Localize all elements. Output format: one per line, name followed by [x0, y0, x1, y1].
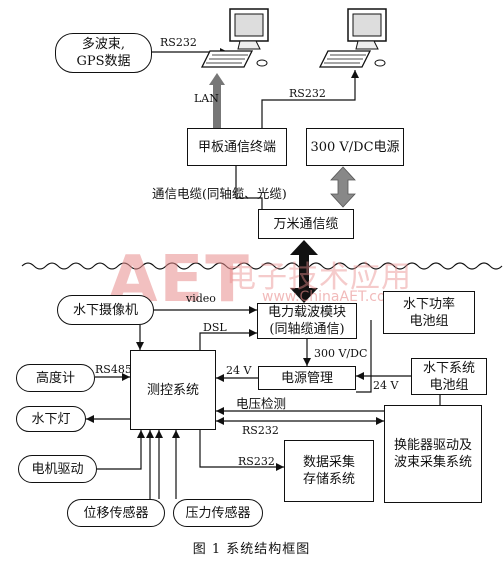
dsl-line	[199, 332, 257, 350]
light-line-arrowhead	[86, 415, 94, 423]
pressure-sensor-node: 压力传感器	[173, 499, 263, 527]
lan-thick-arrowhead	[209, 73, 225, 85]
voltage-detect-line-arrowhead	[216, 407, 224, 415]
data-storage-node: 数据采集 存储系统	[284, 440, 374, 502]
rs232-storage-label: RS232	[238, 455, 275, 468]
cable-double-arrow	[290, 240, 318, 303]
power-double-arrow	[330, 166, 356, 208]
rs485-label: RS485	[95, 363, 132, 376]
camera-to-control-line-arrowhead	[136, 342, 144, 350]
watermark-chinese: 电子技术应用	[226, 260, 412, 295]
underwater-power-battery-node: 水下功率 电池组	[383, 291, 475, 334]
sea-surface-wave	[21, 262, 503, 270]
altimeter-node: 高度计	[16, 364, 95, 392]
watermark-url: www.ChinaAET.com	[262, 289, 400, 305]
rs485-line-arrowhead	[122, 373, 130, 381]
power-supply-300v-node: 300 V/DC电源	[306, 128, 404, 166]
pressure-line-arrowhead	[172, 430, 180, 438]
power-carrier-module-node: 电力载波模块 (同轴缆通信)	[257, 303, 357, 339]
rs232-deck-label: RS232	[289, 87, 326, 100]
rs232-storage-line	[199, 430, 284, 468]
displacement-sensor-node: 位移传感器	[67, 499, 165, 527]
lan-label: LAN	[194, 92, 219, 105]
motor-line	[97, 430, 142, 470]
24v-right-label: 24 V	[373, 379, 399, 392]
voltage-detect-label: 电压检测	[236, 396, 287, 411]
displacement-line-arrowhead	[146, 430, 154, 438]
deck-terminal-node: 甲板通信终端	[187, 128, 287, 166]
rs232-storage-line-arrowhead	[276, 463, 284, 471]
rs232-transducer-label: RS232	[242, 424, 279, 437]
comm-cable-10km-node: 万米通信缆	[258, 209, 354, 239]
24v-left-label: 24 V	[226, 364, 252, 377]
video-line-arrowhead	[249, 306, 257, 314]
power-management-node: 电源管理	[258, 366, 356, 390]
rs232-gps-label: RS232	[160, 36, 197, 49]
300v-line-arrowhead	[303, 358, 311, 366]
rs232-transducer-line-arrowhead	[216, 417, 224, 425]
dsl-label: DSL	[203, 321, 227, 334]
system-battery-node: 水下系统 电池组	[411, 358, 487, 395]
motor-drive-node: 电机驱动	[18, 455, 97, 483]
deck-to-computer2-line	[261, 70, 356, 128]
comm-cable-label: 通信电缆(同轴缆、光缆)	[152, 186, 287, 201]
video-label: video	[186, 292, 216, 305]
rs232-transducer-line-arrowhead	[376, 417, 384, 425]
deck-to-cable-line	[235, 166, 263, 209]
control-system-node: 测控系统	[130, 350, 216, 430]
24v-right-line-arrowhead	[356, 372, 364, 380]
motor-line-arrowhead	[137, 430, 145, 438]
computer-icon	[318, 8, 387, 68]
displacement-line-2-arrowhead	[155, 430, 163, 438]
computer-icon	[200, 8, 269, 68]
transducer-system-node: 换能器驱动及 波束采集系统	[384, 405, 482, 503]
underwater-camera-node: 水下摄像机	[57, 295, 154, 325]
battery-line	[356, 320, 372, 393]
300v-label: 300 V/DC	[314, 347, 368, 360]
gps-data-node: 多波束, GPS数据	[55, 33, 152, 73]
figure-caption: 图 1 系统结构框图	[192, 542, 311, 557]
lan-thick-shaft	[213, 83, 221, 128]
24v-left-line-arrowhead	[216, 374, 224, 382]
deck-to-computer2-line-arrowhead	[351, 70, 359, 78]
underwater-light-node: 水下灯	[16, 406, 86, 432]
dsl-line-arrowhead	[249, 329, 257, 337]
